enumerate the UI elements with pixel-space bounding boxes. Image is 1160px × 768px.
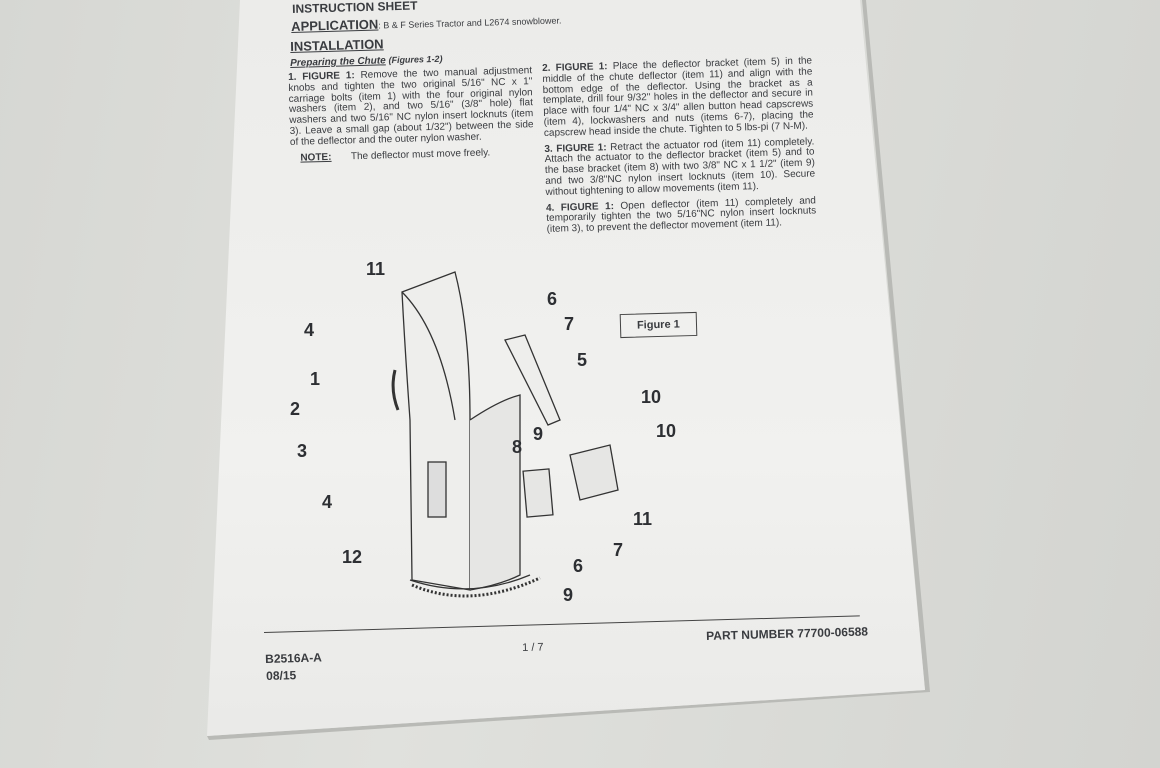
callout-10: 10 <box>656 421 677 441</box>
callout-1: 1 <box>310 369 321 389</box>
callout-9: 9 <box>533 424 544 444</box>
callout-7: 7 <box>564 314 575 334</box>
callout-12: 12 <box>342 547 363 567</box>
callout-4: 4 <box>322 492 333 512</box>
callout-9: 9 <box>563 585 574 605</box>
callout-3: 3 <box>297 441 308 461</box>
callout-10: 10 <box>641 387 662 407</box>
part-label: PART NUMBER <box>706 626 795 643</box>
part-number-value: 77700-06588 <box>797 624 869 641</box>
callout-6: 6 <box>573 556 584 576</box>
callout-7: 7 <box>613 540 624 560</box>
figure-caption: Figure 1 <box>619 311 698 339</box>
page-number: 1 / 7 <box>522 641 544 654</box>
callout-4: 4 <box>304 320 315 340</box>
callout-8: 8 <box>512 437 523 457</box>
callout-2: 2 <box>290 399 301 419</box>
callout-5: 5 <box>577 350 588 370</box>
callout-6: 6 <box>547 289 558 309</box>
callout-11: 11 <box>633 509 653 529</box>
doc-code: B2516A-A <box>265 650 323 666</box>
doc-date: 08/15 <box>266 668 297 683</box>
callout-11: 11 <box>366 259 386 279</box>
